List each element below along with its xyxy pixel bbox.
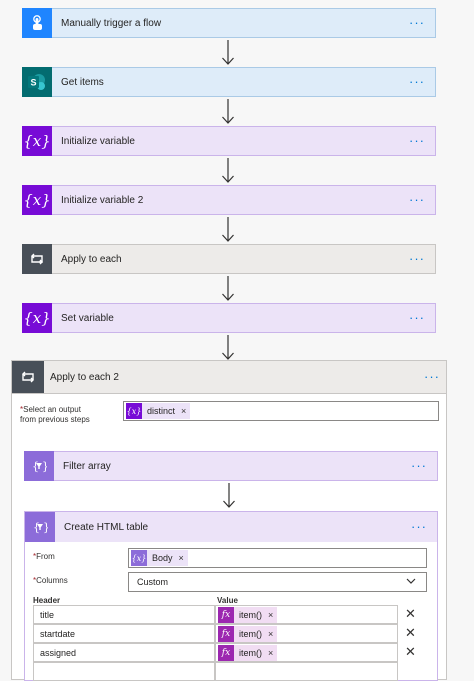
connector-arrow (222, 335, 234, 360)
step-title: Filter array (63, 460, 111, 472)
step-title: Initialize variable (61, 135, 135, 147)
apply-to-each-2-header[interactable]: Apply to each 2 ··· (12, 361, 446, 394)
columns-value: Custom (137, 577, 169, 587)
step-initialize-variable[interactable]: {x} Initialize variable ··· (22, 125, 436, 156)
delete-row-icon[interactable]: ✕ (405, 606, 416, 621)
header-cell-empty[interactable] (33, 662, 215, 681)
value-cell[interactable]: fx item() × (215, 605, 398, 624)
more-options-icon[interactable]: ··· (409, 15, 425, 30)
connector-arrow (222, 276, 234, 301)
step-initialize-variable-2[interactable]: {x} Initialize variable 2 ··· (22, 184, 436, 215)
connector-arrow (222, 99, 234, 124)
step-create-html-table: {} Create HTML table ··· *From {x} Body … (24, 511, 438, 681)
header-cell[interactable]: assigned (33, 643, 215, 662)
connector-arrow (223, 483, 235, 508)
table-icon: {} (25, 512, 55, 542)
more-options-icon[interactable]: ··· (424, 369, 440, 384)
connector-arrow (222, 40, 234, 65)
filter-icon: {} (24, 450, 54, 481)
svg-text:S: S (30, 77, 36, 87)
connector-arrow (222, 217, 234, 242)
step-title: Set variable (61, 312, 114, 324)
select-output-input[interactable]: {x} distinct × (123, 401, 439, 421)
expression-icon: fx (218, 644, 234, 661)
from-label: *From (33, 552, 55, 561)
more-options-icon[interactable]: ··· (411, 458, 427, 473)
header-cell[interactable]: title (33, 605, 215, 624)
value-cell[interactable]: fx item() × (215, 643, 398, 662)
data-operation-icon: {x} (131, 550, 147, 566)
svg-text:}: } (42, 460, 47, 473)
step-title: Initialize variable 2 (61, 194, 144, 206)
more-options-icon[interactable]: ··· (409, 251, 425, 266)
step-title: Apply to each (61, 253, 122, 265)
step-title: Get items (61, 76, 104, 88)
select-output-label: *Select an output from previous steps (20, 405, 90, 424)
value-cell[interactable]: fx item() × (215, 624, 398, 643)
more-options-icon[interactable]: ··· (409, 74, 425, 89)
expression-token[interactable]: fx item() × (218, 606, 278, 623)
svg-text:}: } (43, 521, 48, 534)
header-column-label: Header (33, 596, 61, 605)
svg-text:{: { (33, 521, 40, 534)
step-title: Create HTML table (64, 521, 149, 533)
dynamic-content-token[interactable]: {x} Body × (131, 550, 188, 566)
variable-icon: {x} (22, 302, 52, 333)
expression-token[interactable]: fx item() × (218, 644, 278, 661)
loop-icon (12, 361, 44, 393)
remove-token-icon[interactable]: × (268, 609, 274, 620)
svg-text:{: { (32, 460, 39, 473)
expression-icon: fx (218, 625, 234, 642)
delete-row-icon[interactable]: ✕ (405, 644, 416, 659)
sharepoint-icon: S (22, 66, 52, 97)
value-cell-empty[interactable] (215, 662, 398, 681)
remove-token-icon[interactable]: × (181, 406, 187, 416)
connector-arrow (222, 158, 234, 183)
columns-label: *Columns (33, 576, 68, 585)
dynamic-content-token[interactable]: {x} distinct × (126, 403, 191, 419)
more-options-icon[interactable]: ··· (409, 133, 425, 148)
more-options-icon[interactable]: ··· (409, 310, 425, 325)
more-options-icon[interactable]: ··· (409, 192, 425, 207)
create-html-table-header[interactable]: {} Create HTML table ··· (25, 512, 437, 542)
step-apply-to-each[interactable]: Apply to each ··· (22, 243, 436, 274)
apply-to-each-2-container: Apply to each 2 ··· *Select an output fr… (11, 360, 447, 681)
step-set-variable[interactable]: {x} Set variable ··· (22, 302, 436, 333)
step-get-items[interactable]: S Get items ··· (22, 66, 436, 97)
step-filter-array[interactable]: {} Filter array ··· (24, 450, 438, 481)
loop-icon (22, 243, 52, 274)
touch-trigger-icon (22, 7, 52, 38)
step-manually-trigger[interactable]: Manually trigger a flow ··· (22, 7, 436, 38)
expression-token[interactable]: fx item() × (218, 625, 278, 642)
remove-token-icon[interactable]: × (178, 553, 184, 563)
variable-icon: {x} (126, 403, 142, 419)
apply-to-each-2-title: Apply to each 2 (50, 371, 119, 383)
variable-icon: {x} (22, 184, 52, 215)
from-input[interactable]: {x} Body × (128, 548, 427, 568)
expression-icon: fx (218, 606, 234, 623)
remove-token-icon[interactable]: × (268, 628, 274, 639)
step-title: Manually trigger a flow (61, 17, 162, 29)
columns-dropdown[interactable]: Custom (128, 572, 427, 592)
chevron-down-icon (406, 578, 416, 584)
header-cell[interactable]: startdate (33, 624, 215, 643)
more-options-icon[interactable]: ··· (411, 519, 427, 534)
value-column-label: Value (217, 596, 238, 605)
variable-icon: {x} (22, 125, 52, 156)
delete-row-icon[interactable]: ✕ (405, 625, 416, 640)
remove-token-icon[interactable]: × (268, 647, 274, 658)
